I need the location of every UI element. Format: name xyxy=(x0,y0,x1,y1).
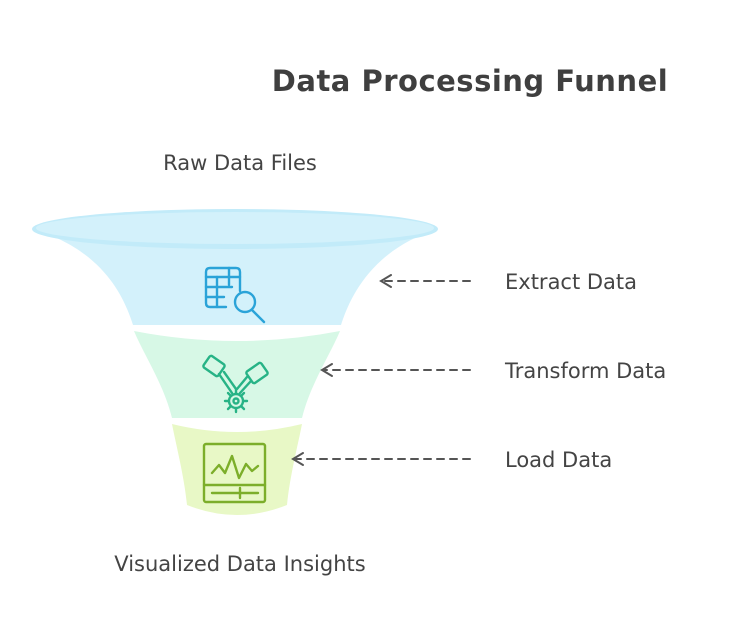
arrow-extract xyxy=(379,274,471,288)
funnel-output-label: Visualized Data Insights xyxy=(114,552,366,576)
arrow-load xyxy=(291,452,471,466)
funnel-stage-transform xyxy=(134,331,340,418)
stage-label-load: Load Data xyxy=(505,448,613,472)
diagram-title: Data Processing Funnel xyxy=(271,64,669,98)
pistons-gear-icon xyxy=(202,354,269,414)
arrow-transform xyxy=(320,363,471,377)
stage-label-transform: Transform Data xyxy=(505,359,667,383)
funnel-stage-extract xyxy=(32,209,438,325)
table-search-icon xyxy=(204,266,266,324)
monitor-chart-icon xyxy=(202,442,267,504)
stage-label-extract: Extract Data xyxy=(505,270,638,294)
funnel-input-label: Raw Data Files xyxy=(163,151,317,175)
